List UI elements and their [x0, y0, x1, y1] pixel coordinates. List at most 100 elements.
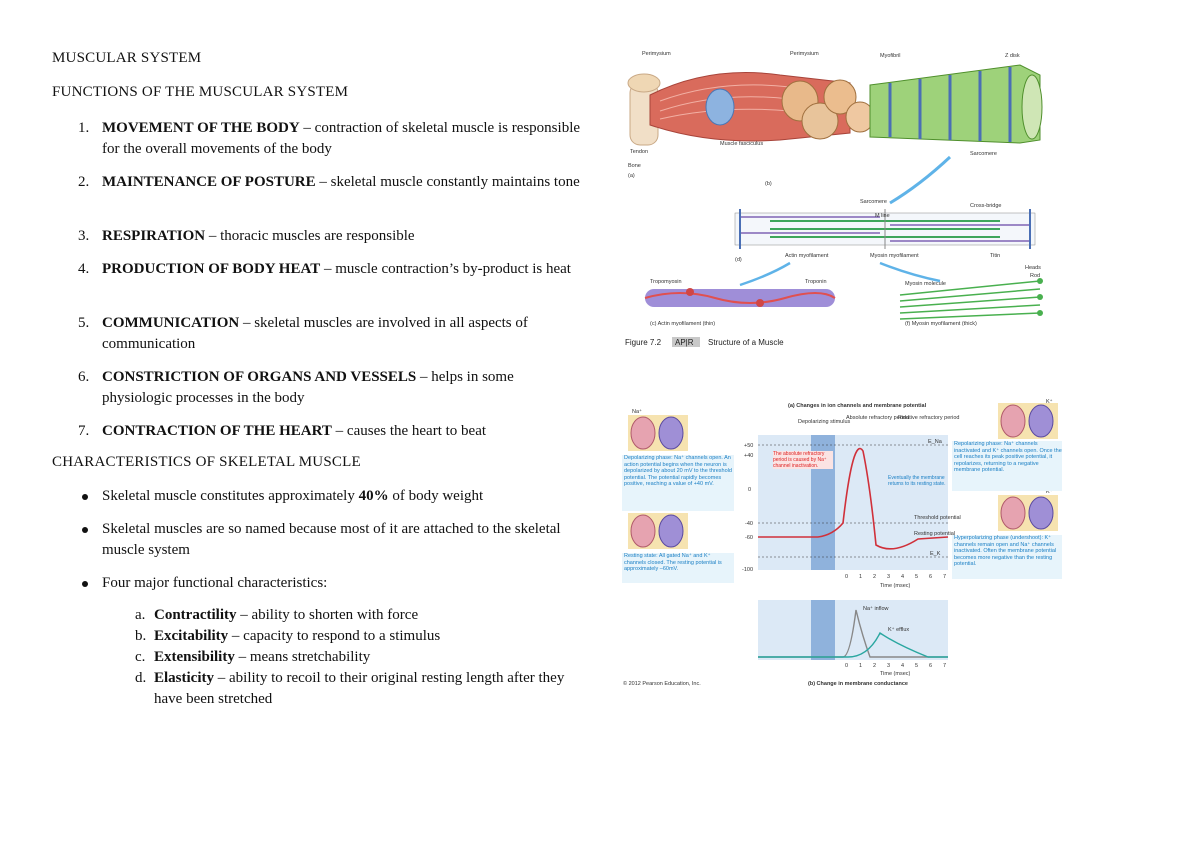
item-description: – causes the heart to beat	[331, 423, 487, 439]
svg-text:7: 7	[943, 663, 946, 669]
label-rod: Rod	[1030, 273, 1040, 279]
note-return: Eventually the membrane returns to its r…	[888, 475, 946, 487]
label-actin-detail: (c) Actin myofilament (thin)	[650, 321, 715, 327]
sarcomere-illustration	[734, 209, 1036, 249]
label-d: (d)	[735, 257, 742, 263]
page-title: MUSCULAR SYSTEM	[52, 50, 202, 66]
svg-text:6: 6	[929, 663, 932, 669]
x-ticks-a: 0 1 2 3 4 5 6 7	[845, 574, 946, 580]
item-term: CONSTRICTION OF ORGANS AND VESSELS	[102, 369, 417, 385]
actin-filament-illustration	[644, 288, 836, 307]
figure-caption-text: Structure of a Muscle	[708, 338, 784, 347]
item-description: – helps in some physiologic processes in…	[102, 369, 514, 406]
svg-text:5: 5	[915, 663, 918, 669]
label-sarcomere-2: Sarcomere	[860, 199, 887, 205]
note-hyper: Hyperpolarizing phase (undershoot): K⁺ c…	[954, 535, 1056, 567]
label-actin-sub: Actin myofilament	[785, 253, 829, 259]
svg-text:0: 0	[845, 663, 848, 669]
item-letter: b.	[135, 628, 147, 644]
label-threshold: Threshold potential	[914, 515, 961, 521]
label-na-top: Na⁺	[632, 408, 642, 415]
item-term: COMMUNICATION	[102, 315, 240, 331]
svg-text:2: 2	[873, 663, 876, 669]
label-mline: M line	[875, 213, 890, 219]
label-depol-stim: Depolarizing stimulus	[798, 419, 851, 425]
note-hyper-bg	[952, 535, 1062, 579]
note-repol-bg	[952, 441, 1062, 491]
label-k-top: K⁺	[1046, 398, 1053, 405]
svg-text:4: 4	[901, 663, 904, 669]
channel-illustration-bottom-right	[998, 495, 1058, 531]
action-potential-figure: (a) Changes in ion channels and membrane…	[622, 398, 1062, 687]
item-description: – skeletal muscles are involved in all a…	[102, 315, 528, 352]
plot-b	[758, 600, 948, 660]
bullet-text: Four major functional characteristics:	[102, 575, 328, 591]
characteristics-heading: CHARACTERISTICS OF SKELETAL MUSCLE	[52, 454, 361, 470]
ytick-neg100: -100	[742, 567, 753, 573]
label-ek: E_K	[930, 551, 941, 557]
note-repol: Repolarizing phase: Na⁺ channels inactiv…	[954, 441, 1062, 473]
item-description: – means stretchability	[234, 649, 371, 665]
svg-text:3: 3	[887, 663, 890, 669]
label-sarcomere: Sarcomere	[970, 151, 997, 157]
label-perimysium-2: Perimysium	[790, 51, 819, 57]
ytick-50: +50	[744, 443, 753, 449]
bullet-text: Skeletal muscle constitutes approximatel…	[102, 488, 359, 504]
label-zdisk: Z disk	[1005, 53, 1020, 59]
item-term: MAINTENANCE OF POSTURE	[102, 174, 316, 190]
function-item: 5. COMMUNICATION – skeletal muscles are …	[52, 313, 582, 355]
item-term: RESPIRATION	[102, 228, 206, 244]
label-myosin-sub: Myosin myofilament	[870, 253, 919, 259]
label-myofibril: Myofibril	[880, 53, 900, 59]
item-term: Excitability	[154, 628, 229, 644]
bullet-icon	[82, 581, 88, 587]
functions-heading: FUNCTIONS OF THE MUSCULAR SYSTEM	[52, 84, 349, 100]
label-fasciculus: Muscle fasciculus	[720, 141, 763, 147]
function-item: 6. CONSTRICTION OF ORGANS AND VESSELS – …	[52, 367, 582, 409]
item-description: – capacity to respond to a stimulus	[228, 628, 441, 644]
channel-illustration-bottom-left	[628, 513, 688, 549]
svg-text:1: 1	[859, 574, 862, 580]
bullet-icon	[82, 527, 88, 533]
zoom-arrow-left	[739, 261, 791, 287]
item-term: Contractility	[154, 607, 237, 623]
label-a: (a)	[628, 173, 635, 179]
bullet-text-end: of body weight	[388, 488, 484, 504]
item-description: – ability to recoil to their original re…	[154, 670, 565, 707]
x-ticks-b: 0 1 2 3 4 5 6 7	[845, 663, 946, 669]
svg-text:7: 7	[943, 574, 946, 580]
item-term: CONTRACTION OF THE HEART	[102, 423, 332, 439]
note-resting: Resting state: All gated Na⁺ and K⁺ chan…	[624, 553, 722, 572]
zoom-arrow-right	[879, 261, 941, 283]
function-item: 7. CONTRACTION OF THE HEART – causes the…	[52, 421, 582, 442]
zoom-arrow	[889, 155, 952, 205]
label-resting: Resting potential	[914, 531, 955, 537]
characteristic-item: a. Contractility – ability to shorten wi…	[52, 605, 582, 626]
svg-text:5: 5	[915, 574, 918, 580]
ytick-neg60: -60	[745, 535, 753, 541]
label-k-bottom: K⁺	[1046, 488, 1053, 495]
item-term: MOVEMENT OF THE BODY	[102, 120, 300, 136]
label-perimysium: Perimysium	[642, 51, 671, 57]
label-rel-ref: Relative refractory period	[898, 415, 959, 421]
bullet-item: Skeletal muscle constitutes approximatel…	[52, 486, 582, 507]
svg-text:4: 4	[901, 574, 904, 580]
item-description: – contraction of skeletal muscle is resp…	[102, 120, 581, 157]
label-myosin-molecule: Myosin molecule	[905, 281, 946, 287]
label-abs-ref: Absolute refractory period	[846, 415, 909, 421]
item-letter: c.	[135, 649, 146, 665]
item-description: – ability to shorten with force	[236, 607, 419, 623]
channel-illustration-top-left	[628, 415, 688, 451]
item-number: 4.	[78, 261, 90, 277]
characteristic-item: d. Elasticity – ability to recoil to the…	[52, 668, 582, 710]
item-number: 6.	[78, 369, 90, 385]
item-letter: d.	[135, 670, 147, 686]
label-titin: Titin	[990, 253, 1000, 259]
figure-caption-badge: AP|R	[675, 338, 694, 347]
function-item: 1. MOVEMENT OF THE BODY – contraction of…	[52, 118, 582, 160]
bullet-emphasis: 40%	[358, 488, 389, 504]
fascicles-illustration	[781, 79, 875, 140]
label-heads: Heads	[1025, 265, 1041, 271]
label-bone: Bone	[628, 163, 641, 169]
label-myosin-detail: (f) Myosin myofilament (thick)	[905, 321, 977, 327]
